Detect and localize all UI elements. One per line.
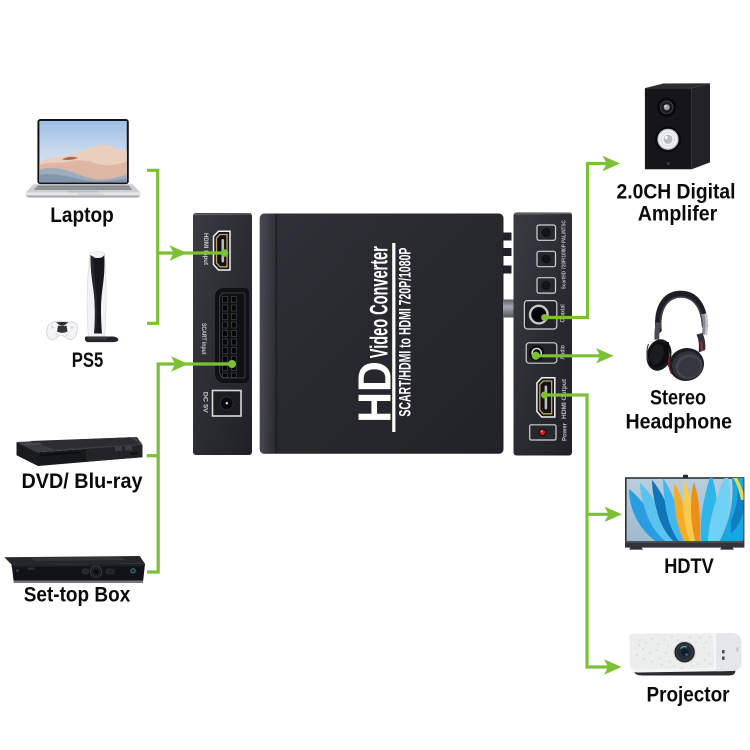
svg-text:PS5: PS5 (72, 349, 104, 372)
svg-text:HDMI Input: HDMI Input (202, 233, 209, 266)
svg-text:HDTV: HDTV (664, 555, 714, 578)
svg-text:Audio: Audio (561, 345, 567, 360)
svg-text:Set-top Box: Set-top Box (24, 584, 131, 607)
svg-text:Amplifer: Amplifer (638, 203, 718, 226)
svg-text:Stereo: Stereo (650, 387, 706, 410)
svg-text:Headphone: Headphone (626, 411, 733, 434)
svg-text:Laptop: Laptop (50, 204, 114, 227)
svg-text:SCART Input: SCART Input (200, 323, 207, 355)
svg-text:Power: Power (562, 422, 568, 441)
svg-text:Coaxial: Coaxial (561, 304, 567, 322)
svg-text:HD: HD (349, 361, 401, 423)
svg-text:HDMI Output: HDMI Output (562, 379, 568, 419)
svg-text:Video Converter: Video Converter (366, 246, 394, 358)
svg-text:DVD/ Blu-ray: DVD/ Blu-ray (22, 470, 143, 493)
svg-text:ScartHD 720P/1080P PAL/NTSC: ScartHD 720P/1080P PAL/NTSC (562, 220, 568, 289)
svg-text:DC 5V: DC 5V (202, 392, 209, 414)
svg-text:SCART/HDMI to HDMI 720P/1080P: SCART/HDMI to HDMI 720P/1080P (397, 248, 415, 417)
svg-text:Projector: Projector (647, 684, 730, 707)
svg-text:2.0CH Digital: 2.0CH Digital (617, 181, 736, 204)
